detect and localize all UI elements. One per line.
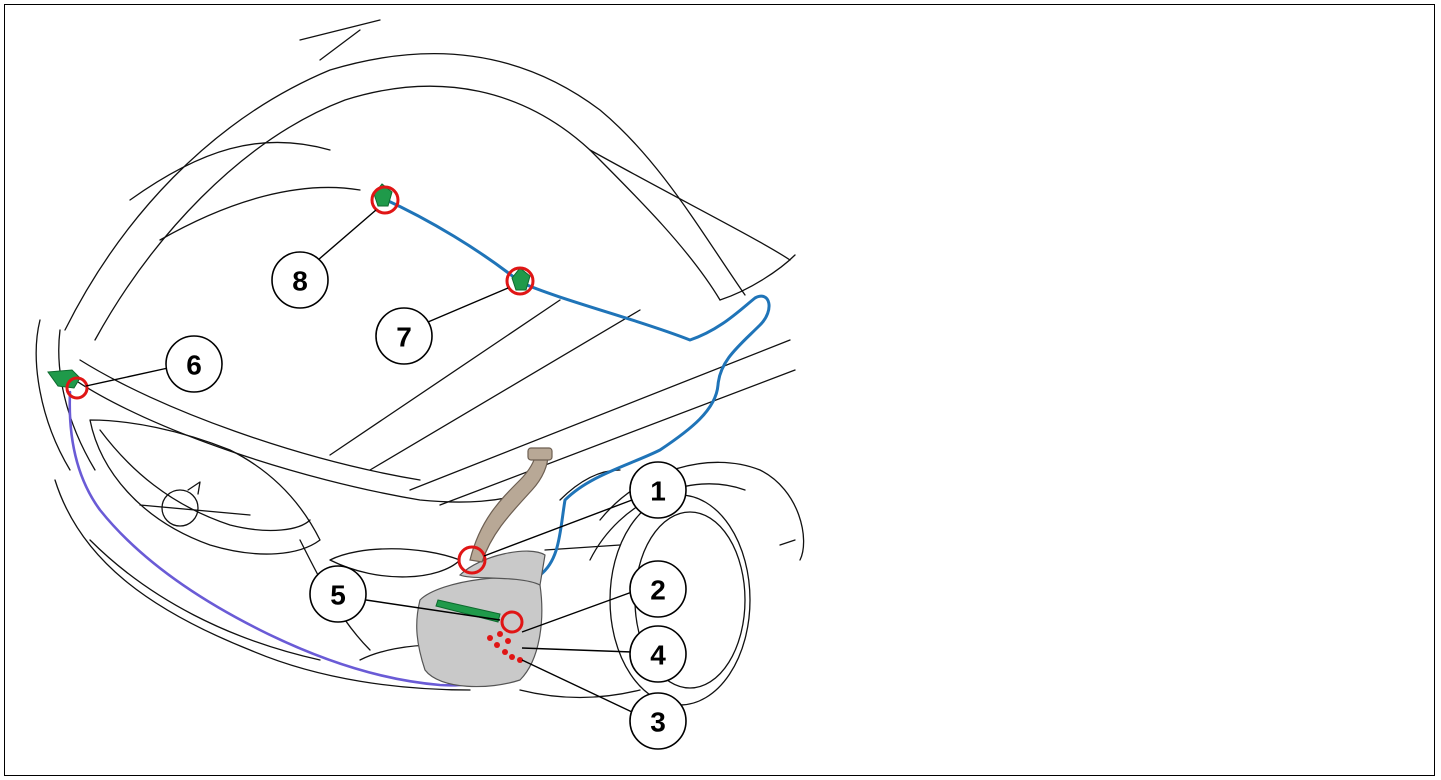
- callout-3-label: 3: [650, 707, 666, 738]
- highlight-ring-5: [500, 610, 524, 634]
- bumper-outline: [54, 479, 471, 691]
- callout-4: 4: [629, 625, 687, 683]
- highlight-ring-8: [370, 185, 400, 215]
- highlight-ring-6: [65, 376, 89, 400]
- callout-6: 6: [165, 335, 223, 393]
- nozzle-front: [511, 267, 531, 291]
- highlight-ring-1: [457, 545, 487, 575]
- hose-clips: [487, 631, 523, 663]
- callout-4-label: 4: [650, 640, 666, 671]
- callout-1-label: 1: [650, 476, 666, 507]
- pump-connector: [435, 599, 501, 623]
- callout-5: 5: [309, 565, 367, 623]
- leader-lines: [85, 209, 633, 713]
- nozzle-headlamp: [47, 369, 81, 389]
- callout-5-label: 5: [330, 580, 346, 611]
- callout-8-label: 8: [292, 266, 308, 297]
- hood-outline: [64, 53, 746, 331]
- callout-3: 3: [629, 692, 687, 750]
- diagram-frame: [4, 4, 1435, 776]
- callout-7-label: 7: [396, 322, 412, 353]
- logo-circle: [161, 489, 199, 527]
- grille-outline: [89, 419, 321, 555]
- callout-7: 7: [375, 307, 433, 365]
- highlight-ring-7: [505, 266, 535, 296]
- callout-1: 1: [629, 461, 687, 519]
- callout-2-label: 2: [650, 575, 666, 606]
- callout-2: 2: [629, 560, 687, 618]
- callout-8: 8: [271, 251, 329, 309]
- callout-6-label: 6: [186, 350, 202, 381]
